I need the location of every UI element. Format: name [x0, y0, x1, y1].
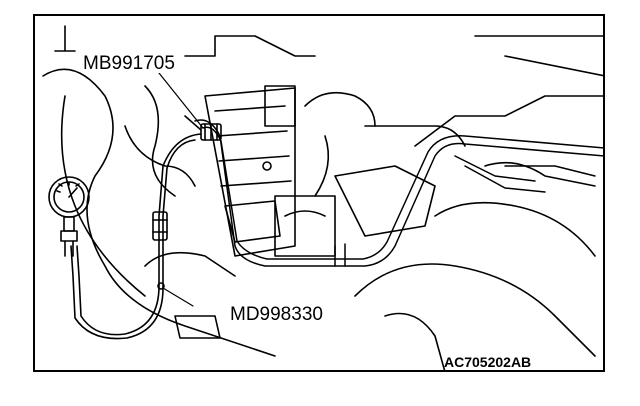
engine-block: [204, 87, 296, 257]
hose-icon: [70, 133, 202, 340]
callout-mb991705: MB991705: [81, 53, 177, 74]
fuel-lines: [194, 119, 603, 267]
leader-lines: [154, 67, 204, 307]
engine-bay-contours: [42, 25, 603, 370]
pressure-gauge-icon: [48, 176, 90, 257]
figure-frame: MB991705 MD998330 AC705202AB: [33, 14, 605, 372]
engine-bay-illustration: [42, 25, 603, 370]
figure-id: AC705202AB: [444, 354, 532, 370]
connector-adapter-icon: [184, 115, 222, 141]
callout-md998330: MD998330: [228, 304, 325, 325]
